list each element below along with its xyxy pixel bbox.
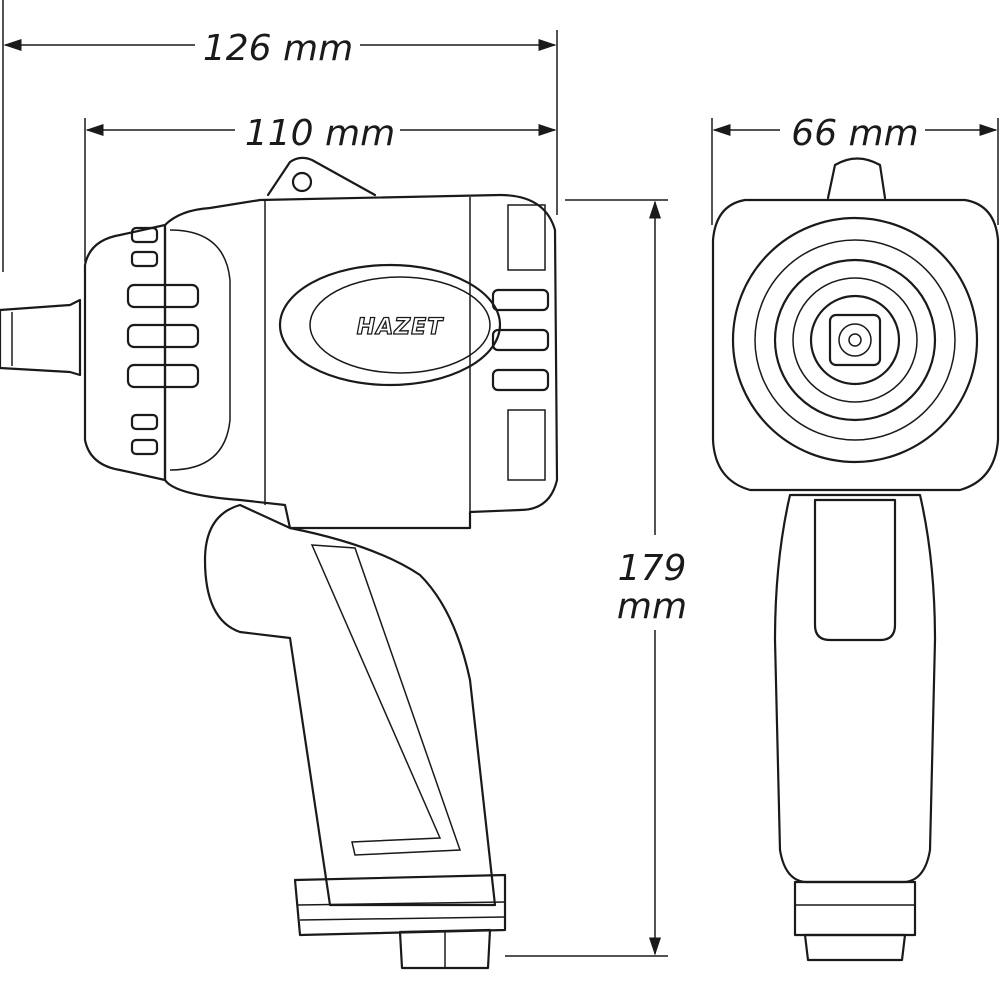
front-hanger	[826, 157, 887, 200]
front-handle	[773, 493, 937, 884]
front-trigger	[813, 498, 897, 642]
vent-slots-rear	[491, 204, 550, 481]
dimension-179mm: 179 mm	[505, 199, 687, 957]
front-housing	[711, 198, 1000, 492]
dimension-label-126: 126 mm	[203, 28, 353, 69]
air-inlet	[398, 928, 492, 970]
vent-slots-front	[126, 226, 231, 471]
dimension-label-110: 110 mm	[245, 113, 395, 154]
front-ring-1	[731, 216, 979, 464]
front-nose	[83, 223, 167, 482]
hazet-logo: HAZET	[357, 315, 444, 340]
side-view: HAZET	[0, 156, 559, 970]
dimension-label-179: 179	[618, 548, 687, 589]
front-view	[711, 157, 1000, 962]
dimension-label-66: 66 mm	[791, 113, 918, 154]
dimension-110mm: 110 mm	[84, 113, 557, 262]
trigger-guard-line	[310, 544, 462, 856]
handle-base	[293, 873, 507, 937]
handle-grip	[203, 503, 497, 907]
logo-oval	[278, 263, 502, 387]
anvil	[0, 298, 82, 377]
dimension-66mm: 66 mm	[711, 113, 999, 225]
hanger-loop	[266, 156, 377, 197]
square-drive	[828, 313, 882, 367]
motor-housing	[163, 193, 559, 530]
dimension-126mm: 126 mm	[2, 0, 558, 272]
front-inlet	[803, 933, 907, 962]
hanger-hole	[291, 171, 313, 193]
dimension-label-mm: mm	[617, 586, 687, 627]
front-base	[793, 880, 917, 937]
